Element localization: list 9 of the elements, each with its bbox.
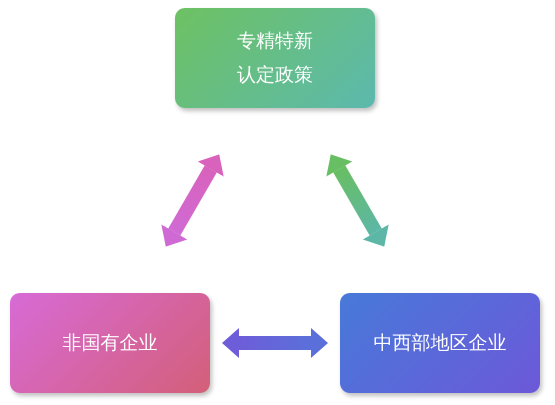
double-arrow — [161, 154, 224, 247]
box-label: 专精特新认定政策 — [236, 29, 314, 88]
double-arrow — [222, 328, 328, 358]
double-arrow — [326, 154, 389, 247]
rounded-box — [10, 293, 210, 393]
box-label: 中西部地区企业 — [374, 331, 506, 356]
box-label: 非国有企业 — [62, 331, 158, 356]
rounded-box — [340, 293, 540, 393]
rounded-box — [175, 8, 375, 108]
